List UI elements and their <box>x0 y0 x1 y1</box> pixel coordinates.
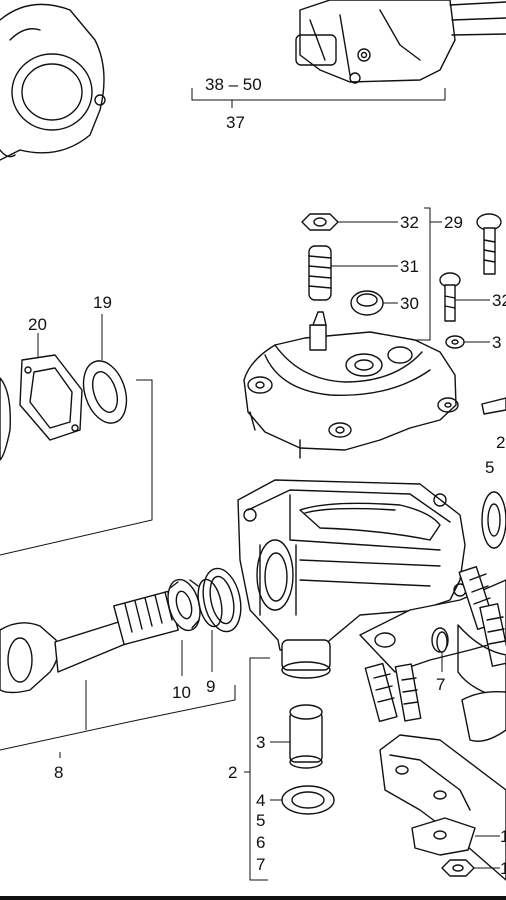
bracket-2 <box>249 657 270 881</box>
upper-left-housing <box>0 3 106 161</box>
upper-right-assembly <box>295 0 506 84</box>
nut-32 <box>301 213 339 231</box>
label-2: 2 <box>228 763 237 782</box>
label-6: 6 <box>256 833 265 852</box>
bolt-right-b <box>439 272 461 322</box>
label-19: 19 <box>93 293 112 312</box>
label-9: 9 <box>206 677 215 696</box>
nut-lower <box>441 859 475 877</box>
label-2-right: 2 <box>496 433 505 452</box>
cylinder-5-right <box>481 491 506 549</box>
seal-4 <box>281 785 335 815</box>
label-29: 29 <box>444 213 463 232</box>
drive-shaft-8 <box>0 590 179 694</box>
label-5-right: 5 <box>485 458 494 477</box>
gear-housing <box>237 479 467 679</box>
label-31: 31 <box>400 257 419 276</box>
plate-lower <box>411 817 476 856</box>
label-37: 37 <box>226 113 245 132</box>
housing-cover <box>243 311 459 459</box>
lower-clamp <box>379 734 506 881</box>
label-20: 20 <box>28 315 47 334</box>
label-7: 7 <box>256 855 265 874</box>
pin-7 <box>436 631 448 653</box>
gasket-20 <box>19 354 83 441</box>
bolt-right-a <box>476 213 502 275</box>
bracket-left <box>0 379 153 556</box>
sleeve-3 <box>289 704 323 769</box>
washer-right <box>445 335 465 349</box>
label-5: 5 <box>256 811 265 830</box>
label-3: 3 <box>256 733 265 752</box>
label-8: 8 <box>54 763 63 782</box>
seal-19 <box>82 360 128 424</box>
bracket-8 <box>0 680 236 758</box>
bracket-37 <box>191 88 446 108</box>
label-4: 4 <box>256 791 265 810</box>
label-32-top: 32 <box>400 213 419 232</box>
bottom-border <box>0 896 506 900</box>
label-1-lower: 1 <box>500 859 506 878</box>
stud-31 <box>308 245 332 301</box>
label-38-50: 38 – 50 <box>205 75 262 94</box>
label-7-right: 7 <box>436 675 445 694</box>
label-1-upper: 1 <box>500 827 506 846</box>
nut-30 <box>350 290 384 316</box>
label-10: 10 <box>172 683 191 702</box>
seal-9 <box>197 567 242 633</box>
label-32-right: 32 <box>492 291 506 310</box>
label-30: 30 <box>400 294 419 313</box>
clamp-assembly <box>359 565 506 723</box>
label-3-right: 3 <box>492 333 501 352</box>
